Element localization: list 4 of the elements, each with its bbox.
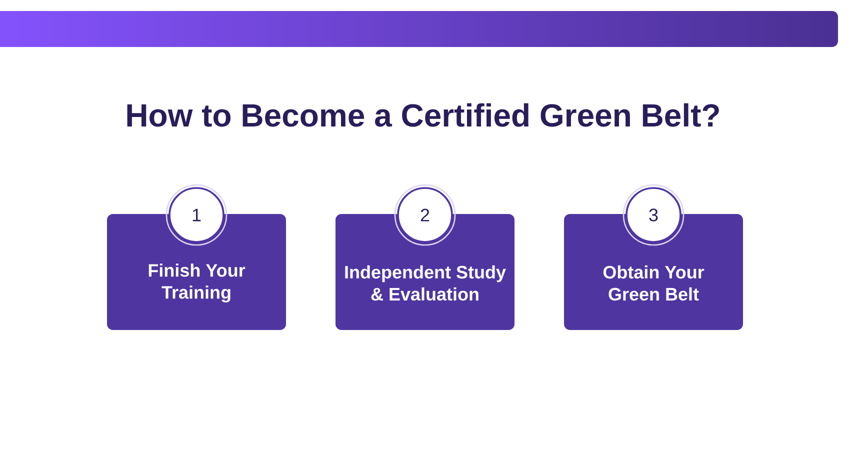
step-label: Obtain Your Green Belt	[603, 265, 704, 301]
step-label: Finish Your Training	[148, 264, 246, 302]
step-label: Independent Study & Evaluation	[345, 265, 506, 301]
title: How to Become a Certified Green Belt?	[127, 103, 719, 127]
